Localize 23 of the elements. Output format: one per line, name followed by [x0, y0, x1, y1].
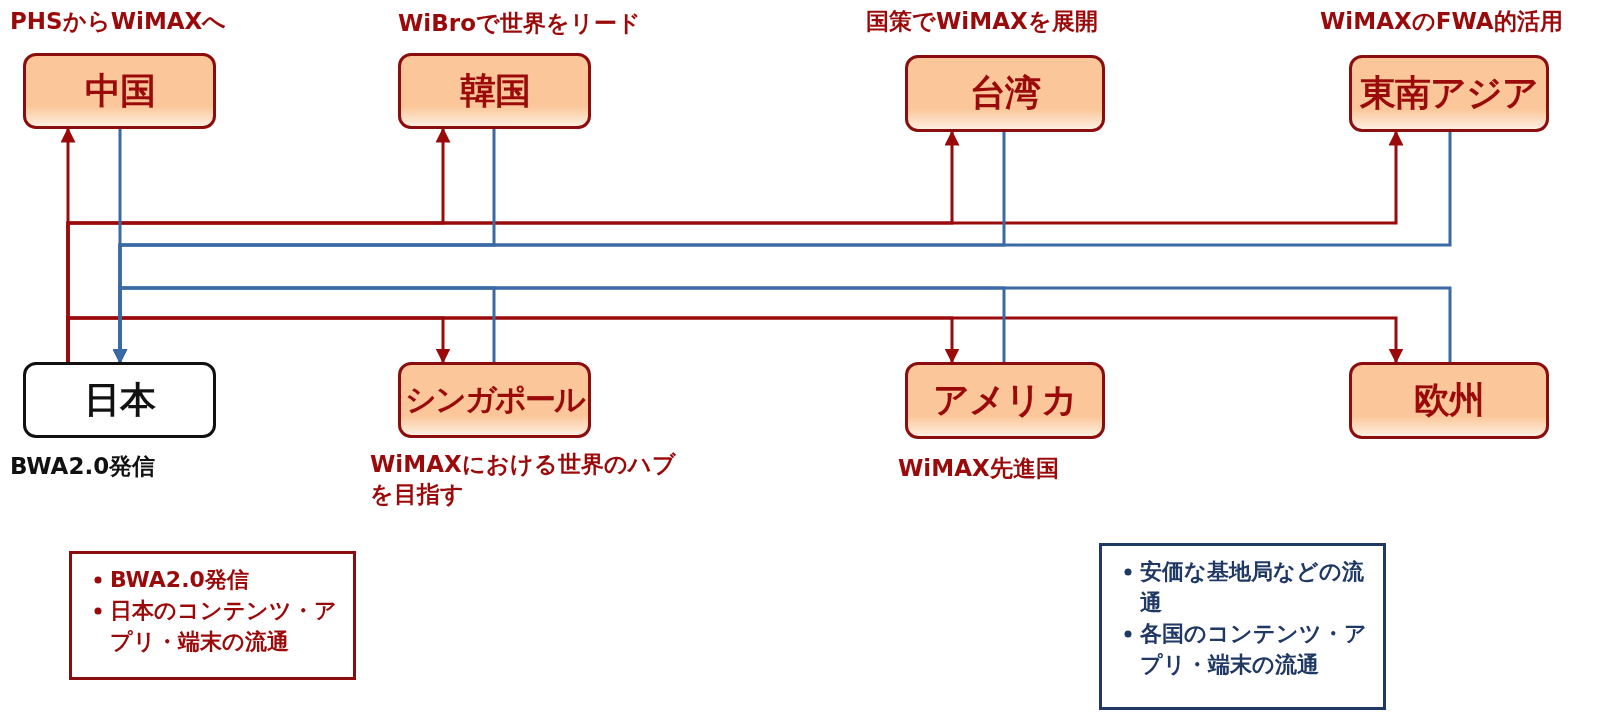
country-box: 中国 [23, 53, 216, 129]
caption-text: BWA2.0発信 [10, 452, 156, 481]
country-box: 韓国 [398, 53, 591, 129]
bullet-item: BWA2.0発信 [110, 567, 249, 592]
caption-text: PHSからWiMAXへ [10, 7, 227, 36]
country-box: 台湾 [905, 55, 1105, 132]
caption-text: WiMAXのFWA的活用 [1320, 7, 1563, 36]
country-box: 欧州 [1349, 362, 1549, 439]
caption-text: 国策でWiMAXを展開 [866, 7, 1098, 36]
bullet-item: 日本のコンテンツ・アプリ・端末の流通 [110, 598, 337, 654]
country-box: アメリカ [905, 362, 1105, 439]
country-box: 東南アジア [1349, 55, 1549, 132]
home-country-box: 日本 [23, 362, 216, 438]
country-box: シンガポール [398, 362, 591, 438]
caption-text: WiBroで世界をリード [398, 9, 641, 38]
note-box [69, 551, 356, 680]
note-box [1099, 543, 1386, 710]
caption-text: WiMAXにおける世界のハブを目指す [370, 450, 677, 509]
caption-text: WiMAX先進国 [898, 454, 1059, 483]
bullet-item: 安価な基地局などの流通 [1140, 559, 1364, 615]
bullet-item: 各国のコンテンツ・アプリ・端末の流通 [1140, 621, 1367, 677]
arrow [66, 316, 1404, 364]
arrow [112, 286, 1452, 364]
